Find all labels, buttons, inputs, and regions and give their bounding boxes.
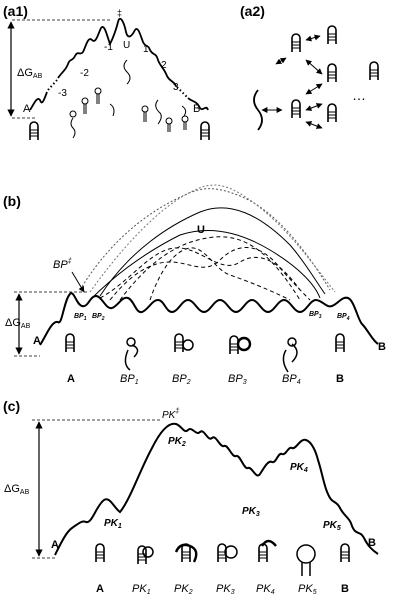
panel-a2-label: (a2) [240,3,265,19]
b-structure-label-bp4: BP4 [282,373,301,386]
a1-structure-b-icon [200,121,210,141]
a1-intermediate-structure-icons [69,59,189,139]
b-structure-label-b: B [336,373,344,385]
a1-energy-landscape-curve [29,17,209,111]
panel-b-label: (b) [3,193,21,209]
c-structure-label-pk1: PK1 [132,583,151,596]
b-bp-transition-arrow [71,271,85,293]
c-structure-label-pk4: PK4 [256,583,275,596]
b-curve-label-bp3: BP3 [309,311,322,320]
c-structure-icons [95,539,350,576]
c-structure-label-pk2: PK2 [174,583,193,596]
c-pk-transition-marker: PK‡ [162,408,179,421]
panel-a2: (a2) … [240,3,379,131]
a1-intermediate-1: 1 [143,44,149,55]
a1-intermediate-u: U [123,40,130,51]
c-curve-label-pk2: PK2 [168,436,186,448]
panel-a1-label: (a1) [3,3,28,19]
b-structure-label-bp2: BP2 [172,373,191,386]
a1-intermediate-minus1: -1 [104,42,113,53]
a1-state-a-label: A [23,103,31,115]
c-delta-g-label: ΔGAB [4,483,30,496]
panel-a1: (a1) ΔGAB ‡ -3 -2 -1 U 1 2 3 A B [3,3,210,141]
a1-intermediate-minus3: -3 [58,88,67,99]
b-state-a-label: A [33,335,41,347]
b-curve-label-bp1: BP1 [74,313,87,322]
a1-peak-marker: ‡ [117,8,122,18]
b-curve-label-bp2: BP2 [92,313,105,322]
a1-state-b-label: B [193,103,200,115]
a1-structure-a-icon [29,121,39,141]
c-state-b-label: B [368,537,376,549]
b-structure-label-a: A [67,373,75,385]
c-energy-landscape-curve [54,422,379,556]
a1-intermediate-2: 2 [161,60,167,71]
c-curve-label-pk4: PK4 [290,462,308,474]
b-structure-icons [65,333,345,373]
c-curve-label-pk1: PK1 [104,518,122,530]
b-curve-label-bp4: BP4 [337,313,350,322]
a2-structure-network [253,25,379,131]
a1-intermediate-minus2: -2 [80,68,89,79]
b-pathway-curves [79,184,336,301]
b-structure-label-bp1: BP1 [120,373,139,386]
a2-ellipsis: … [352,87,366,103]
b-structure-label-bp3: BP3 [228,373,247,386]
panel-b: (b) U ΔGAB BP‡ BP1 BP2 BP3 BP4 A B [3,184,386,386]
a1-delta-g-label: ΔGAB [17,67,43,80]
b-top-state-u: U [197,224,205,236]
c-structure-label-a: A [96,583,104,595]
c-structure-label-b: B [341,583,349,595]
a1-dotted-gap-left [47,79,58,91]
c-structure-label-pk3: PK3 [216,583,235,596]
c-curve-label-pk5: PK5 [323,520,341,532]
c-curve-label-pk3: PK3 [242,506,260,518]
b-bp-transition-marker: BP‡ [53,258,72,271]
b-delta-g-label: ΔGAB [5,317,31,330]
c-state-a-label: A [51,539,59,551]
b-state-b-label: B [378,341,386,353]
panel-c: (c) ΔGAB PK‡ PK1 PK2 PK3 PK4 PK5 A B A P… [3,398,379,596]
panel-c-label: (c) [3,398,20,414]
a1-intermediate-3: 3 [173,82,179,93]
c-structure-label-pk5: PK5 [298,583,317,596]
b-ground-landscape-curve [39,292,379,346]
